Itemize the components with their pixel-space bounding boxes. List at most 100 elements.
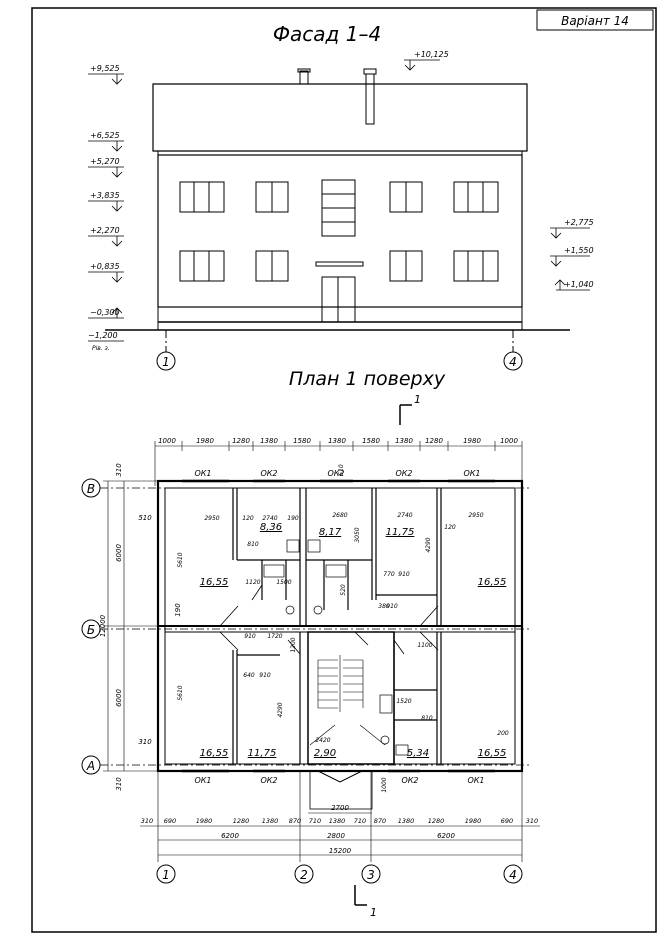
dim: 870: [289, 817, 301, 825]
top-dims: 1000 1980 1280 1380 1580 1380 1580 1380 …: [158, 437, 518, 445]
dim: 5610: [177, 552, 184, 567]
dim: 190: [287, 515, 299, 522]
dim: 1280: [232, 437, 250, 445]
stair-dim: 2700: [331, 804, 349, 812]
dim-total: 15200: [329, 847, 352, 855]
left-dims: 6000 12000 6000 310 310 510 190 310: [99, 463, 182, 791]
axis-bubble-1: [156, 864, 176, 884]
dim: 1580: [293, 437, 311, 445]
room-area: 11,75: [386, 527, 415, 538]
dim: 1100: [417, 642, 432, 649]
dim: 1280: [425, 437, 443, 445]
axis-bubble-4: [503, 864, 523, 884]
dim: 510: [338, 464, 345, 476]
axis-bubble-v: [81, 478, 101, 498]
entrance-porch: [309, 770, 373, 810]
elev-5270: +5,270: [90, 157, 120, 166]
dim: 2680: [332, 512, 347, 519]
axis-label-4: 4: [509, 868, 517, 882]
facade-axis-4-label: 4: [509, 355, 517, 369]
top-elevation: [404, 59, 440, 71]
dim: 1120: [245, 579, 260, 586]
dim: 2950: [468, 512, 483, 519]
dim: 1280: [233, 817, 250, 825]
dim: 2950: [204, 515, 219, 522]
dim: 1380: [398, 817, 415, 825]
dim: 910: [244, 633, 256, 640]
dim: 310: [115, 463, 123, 477]
elev-m1200: −1,200: [88, 331, 118, 340]
dim: 520: [340, 584, 347, 596]
elev-9525: +9,525: [90, 64, 120, 73]
variant-box: [536, 9, 654, 31]
dim: 6200: [437, 832, 455, 840]
bottom-dims-2: 6200 2800 6200 15200: [221, 832, 455, 855]
chimney-left: [299, 70, 309, 85]
window-labels: ОК1 ОК2 ОК2 ОК2 ОК1 ОК1 ОК2 ОК2 ОК1: [194, 469, 484, 785]
dim: 3050: [354, 527, 361, 542]
room-area: 8,36: [260, 522, 282, 533]
dim: 1500: [276, 579, 291, 586]
dim: 190: [174, 603, 182, 617]
axis-bubble-2: [294, 864, 314, 884]
partitions-lower: [232, 632, 442, 764]
window-ok1: ОК1: [463, 469, 480, 478]
axis-label-1: 1: [162, 868, 170, 882]
inner-dims: 2950 120 2740 190 2680 2740 120 2950 561…: [177, 464, 509, 793]
dim: 4290: [277, 702, 284, 717]
room-area: 16,55: [200, 577, 229, 588]
room-area: 8,17: [319, 527, 342, 538]
elev-2270: +2,270: [90, 226, 120, 235]
partitions-upper: [232, 488, 442, 626]
dim: 1380: [262, 817, 279, 825]
room-areas: 8,36 8,17 11,75 16,55 16,55 16,55 11,75 …: [200, 522, 507, 759]
facade-axis-4: [503, 351, 523, 371]
floor-plan: План 1 поверху 1 1 1000 1980 1280 1380 1…: [81, 368, 540, 919]
room-area: 5,34: [407, 748, 429, 759]
dim: 6000: [115, 544, 123, 562]
elevations-right: [550, 227, 590, 291]
axis-label-3: 3: [367, 868, 375, 882]
plan-title: План 1 поверху: [289, 368, 446, 390]
dim: 1720: [267, 633, 282, 640]
dim: 1380: [260, 437, 278, 445]
dim: 310: [115, 777, 123, 791]
dim: 4290: [425, 537, 432, 552]
dim: 1980: [465, 817, 482, 825]
elevations-left: +9,525 +6,525 +5,270 +3,835 +2,270 +0,83…: [88, 64, 124, 352]
elev-10125: +10,125: [414, 50, 449, 59]
dim: 310: [141, 817, 153, 825]
elev-3835: +3,835: [90, 191, 120, 200]
dim: 120: [242, 515, 254, 522]
dim: 690: [164, 817, 176, 825]
dim: 710: [309, 817, 321, 825]
dim: 380: [378, 603, 390, 610]
facade-title: Фасад 1–4: [273, 22, 381, 46]
window-ok2: ОК2: [395, 469, 412, 478]
axis-bubble-3: [361, 864, 381, 884]
room-area: 11,75: [248, 748, 277, 759]
dim: 1000: [500, 437, 518, 445]
dim: 1980: [196, 817, 213, 825]
room-area: 16,55: [478, 748, 507, 759]
axis-bubble-a: [81, 755, 101, 775]
elev-6525: +6,525: [90, 131, 120, 140]
dim: 2420: [315, 737, 330, 744]
dim: 690: [501, 817, 513, 825]
dim: 1280: [428, 817, 445, 825]
dim: 1980: [196, 437, 214, 445]
dim: 810: [421, 715, 433, 722]
dim: 200: [497, 730, 509, 737]
dim: 2800: [327, 832, 345, 840]
chimney-right: [365, 73, 375, 125]
facade-axis-1: [156, 351, 176, 371]
dim: 12000: [99, 614, 107, 637]
window-ok1: ОК1: [194, 469, 211, 478]
axis-label-b: Б: [87, 623, 95, 637]
dim: 510: [138, 514, 152, 522]
window-ok2: ОК2: [260, 776, 277, 785]
window-ok1: ОК1: [467, 776, 484, 785]
sheet-frame: [31, 7, 657, 933]
section-mark-bottom: 1: [370, 906, 377, 919]
stair-steps: [309, 655, 386, 746]
